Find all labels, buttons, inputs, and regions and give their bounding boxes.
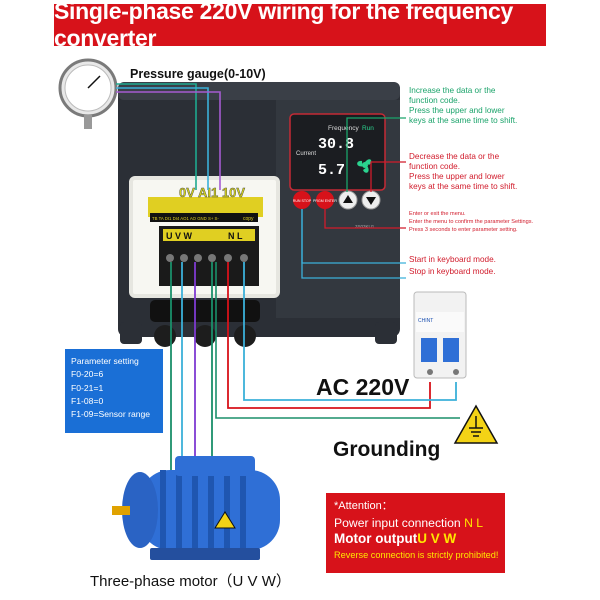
run-stop-note-line: Start in keyboard mode. [409,255,496,264]
circuit-breaker[interactable] [413,291,467,379]
attention-line-power: Power input connection N L [334,516,505,530]
attention-motor-text: Motor output [334,531,418,546]
breaker-toggle-left[interactable] [421,338,437,362]
terminal-yellow-label [148,197,263,217]
attention-title: *Attention： [334,500,393,512]
run-stop-note-line: Stop in keyboard mode. [409,266,496,276]
down-key-note-line: Decrease the data or the [409,152,500,161]
breaker-toggle-right[interactable] [443,338,459,362]
down-key-note: Decrease the data or the function code. … [409,152,589,192]
breaker-label-strip [416,312,464,332]
attention-motor-terminals: U V W [417,531,457,546]
attention-power-terminals: N L [460,516,484,530]
pressure-gauge-needle [87,75,101,89]
display-run-label: Run [362,125,374,132]
motor-illustration [112,456,280,560]
up-arrow-icon [343,195,353,203]
attention-power-text: Power input connection [334,516,461,530]
prgm-enter-button[interactable] [316,191,334,209]
breaker-terminal-left [427,369,433,375]
cable-gland-2 [194,325,216,347]
menu-key-note: Enter or exit the menu. Enter the menu t… [409,210,594,234]
run-stop-button[interactable] [293,191,311,209]
down-arrow-icon [366,197,376,205]
display-current-value: 5.7 [318,162,345,179]
pressure-gauge-range: (0-10V) [224,67,266,81]
up-key-note-line: Increase the data or the [409,86,496,95]
motor-label: Three-phase motor（U V W） [90,573,291,590]
display-frequency-label: Frequency [328,125,359,132]
prgm-enter-label: PRGM ENTER [313,199,337,203]
title-banner: Single-phase 220V wiring for the frequen… [54,0,546,51]
pressure-gauge-stem [84,115,92,129]
up-key-note-line: keys at the same time to shift. [409,116,518,125]
inverter-top-cover [118,82,400,100]
display-current-label: Current [296,151,316,157]
inverter-mount-tab-left [120,322,142,344]
parameter-item: F1-09=Sensor range [71,409,151,420]
parameter-item: F1-08=0 [71,395,104,406]
attention-warning: Reverse connection is strictly prohibite… [334,550,499,560]
attention-box: *Attention： Power input connection N L M… [326,493,505,573]
up-key-note: Increase the data or the function code. … [409,86,589,126]
parameter-item: F0-21=1 [71,382,104,393]
gauge-wires [116,83,221,190]
title: Single-phase 220V wiring for the frequen… [54,0,514,51]
terminal-strip-label-bg [150,213,258,222]
callout-lines [301,117,406,279]
run-stop-label: RUN STOP [293,199,312,203]
menu-key-note-line: Enter or exit the menu. [409,211,466,217]
breaker-brand: CHINT [418,318,433,324]
fan-icon [357,159,372,173]
parameter-setting-box: Parameter setting F0-20=6 F0-21=1 F1-08=… [65,349,163,433]
down-key-note-line: keys at the same time to shift. [409,182,518,191]
breaker-terminal-right [453,369,459,375]
display-frame [289,113,386,191]
power-terminals-label: N L [228,231,243,241]
cable-gland-1 [154,325,176,347]
menu-key-note-line: Press 3 seconds to enter parameter setti… [409,227,518,234]
menu-key-note-line: Enter the menu to confirm the parameter … [409,219,534,226]
down-key-note-line: Press the upper and lower [409,172,505,181]
ac-220v-label: AC 220V [316,374,410,400]
parameter-item: F0-20=6 [71,369,104,380]
ground-wire [215,262,460,419]
power-terminal-labels-bg [163,229,255,241]
down-key-note-line: function code. [409,162,460,171]
up-key-note-line: Press the upper and lower [409,106,505,115]
pressure-gauge-label: Pressure gauge [130,67,224,81]
copy-label: copy [243,216,254,222]
terminal-strip-label: TB TA DI1 DI4 AO1 AO GND S+ S- [152,216,219,221]
control-terminals-label: 0V AI1 10V [179,185,245,200]
run-stop-note: Start in keyboard mode. Stop in keyboard… [409,254,594,278]
model-label: 3S03KU1 [355,224,375,229]
terminal-cable-glands [150,300,260,322]
up-key-note-line: function code. [409,96,460,105]
cable-gland-3 [234,325,256,347]
terminal-screws [166,254,248,262]
motor-terminals-label: U V W [166,231,193,241]
display-frequency-value: 30.8 [318,136,354,153]
attention-line-motor: Motor outputU V W [334,531,505,546]
grounding-label: Grounding [333,438,441,461]
inverter-mount-tab [375,322,397,344]
parameter-heading: Parameter setting [71,356,139,366]
